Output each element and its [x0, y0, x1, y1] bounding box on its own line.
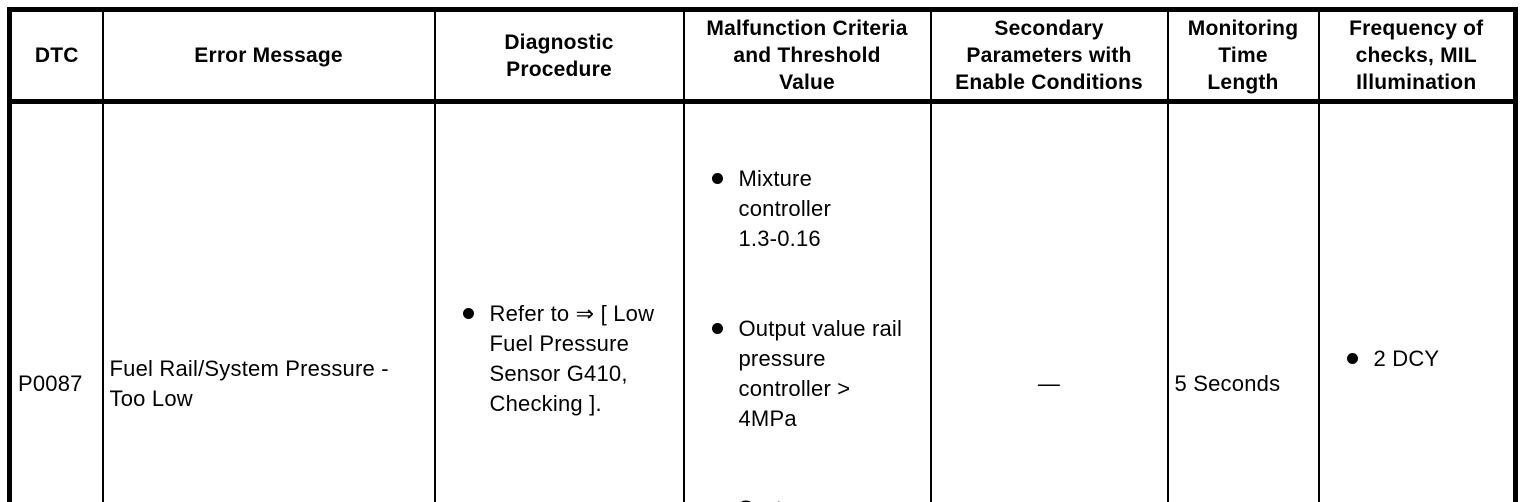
header-monitoring-time: Monitoring Time Length: [1166, 8, 1320, 104]
cell-secondary-parameters: —: [929, 100, 1169, 502]
table-row: P0087 Fuel Rail/System Pressure - Too Lo…: [8, 100, 1517, 502]
cell-diagnostic-procedure: Refer to ⇒ [ Low Fuel Pressure Sensor G4…: [433, 100, 685, 502]
bullet-icon: [1346, 353, 1358, 364]
frequency-list: 2 DCY: [1326, 314, 1508, 404]
cell-error-message: Fuel Rail/System Pressure - Too Low: [101, 100, 436, 502]
malfunction-criteria-text: System deviation >-16.4: [739, 494, 899, 502]
header-error-message: Error Message: [101, 8, 436, 104]
cell-dtc-code: P0087: [8, 100, 104, 502]
list-item: System deviation >-16.4: [691, 494, 924, 502]
header-secondary-parameters: Secondary Parameters with Enable Conditi…: [929, 8, 1169, 104]
malfunction-criteria-list: Mixture controller 1.3-0.16 Output value…: [691, 134, 924, 502]
bullet-icon: [711, 323, 723, 334]
diagnostic-procedure-text: Refer to ⇒ [ Low Fuel Pressure Sensor G4…: [489, 301, 655, 416]
cell-monitoring-time: 5 Seconds: [1166, 100, 1320, 502]
header-frequency-of-checks: Frequency of checks, MIL Illumination: [1317, 8, 1517, 104]
malfunction-criteria-text: Output value rail pressure controller > …: [738, 316, 903, 431]
diagnostic-procedure-list: Refer to ⇒ [ Low Fuel Pressure Sensor G4…: [442, 269, 677, 449]
list-item: Output value rail pressure controller > …: [691, 314, 924, 434]
list-item: Refer to ⇒ [ Low Fuel Pressure Sensor G4…: [442, 299, 677, 419]
header-dtc: DTC: [8, 8, 104, 104]
list-item: 2 DCY: [1326, 344, 1508, 374]
header-malfunction-criteria: Malfunction Criteria and Threshold Value: [682, 8, 932, 104]
frequency-text: 2 DCY: [1373, 346, 1440, 371]
list-item: Mixture controller 1.3-0.16: [691, 164, 924, 254]
cell-frequency-of-checks: 2 DCY: [1317, 100, 1517, 502]
malfunction-criteria-text: Mixture controller 1.3-0.16: [738, 166, 831, 251]
bullet-icon: [462, 308, 474, 319]
bullet-icon: [711, 173, 723, 184]
header-row: DTC Error Message Diagnostic Procedure M…: [8, 8, 1517, 104]
cell-malfunction-criteria: Mixture controller 1.3-0.16 Output value…: [682, 100, 932, 502]
header-diagnostic-procedure: Diagnostic Procedure: [433, 8, 685, 104]
dtc-table: DTC Error Message Diagnostic Procedure M…: [7, 7, 1518, 502]
